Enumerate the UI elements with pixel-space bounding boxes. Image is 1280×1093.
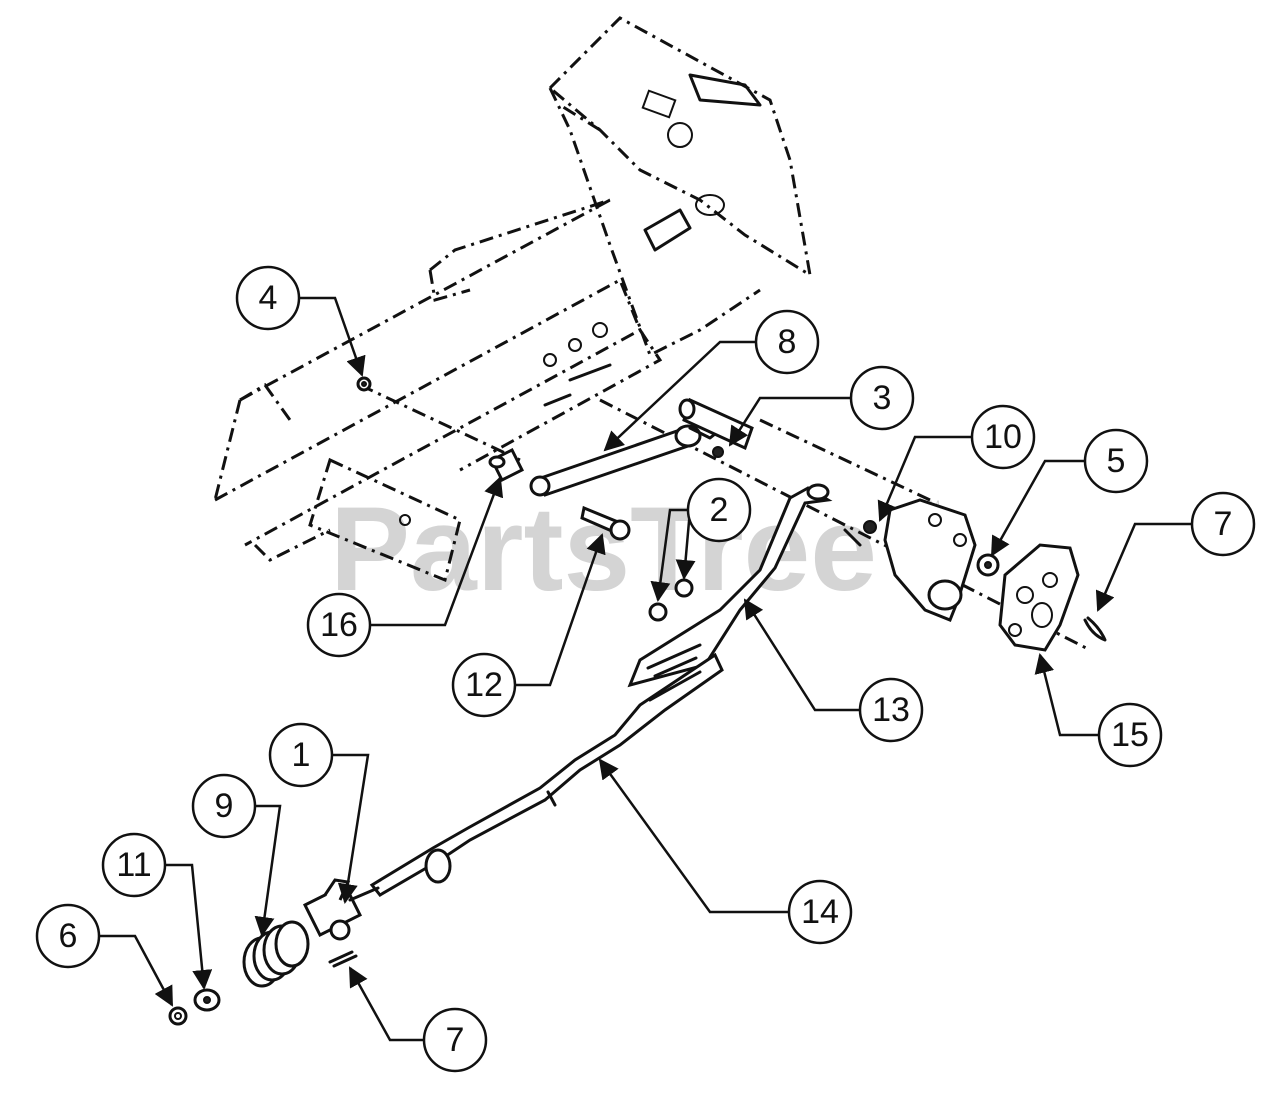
part-2-nuts (648, 578, 694, 622)
svg-text:14: 14 (801, 893, 839, 931)
leader-lines (99, 296, 1192, 1042)
part-7-clip-lower (328, 950, 358, 968)
frame-details (399, 73, 762, 526)
leader-10 (877, 435, 972, 522)
callout-7-upper: 7 (1190, 491, 1256, 557)
part-12-bolt (580, 505, 631, 541)
svg-text:7: 7 (446, 1021, 465, 1059)
part-9-spring (242, 920, 310, 988)
callout-9: 9 (191, 773, 257, 839)
svg-text:9: 9 (215, 787, 234, 825)
callout-16: 16 (306, 592, 372, 658)
part-4-nut (356, 376, 372, 392)
leader-1 (330, 753, 370, 904)
leader-9 (254, 804, 282, 937)
leader-7-lower (348, 966, 424, 1042)
part-1-adjuster (302, 878, 380, 941)
part-5-nut (976, 553, 1000, 577)
leader-12 (515, 533, 606, 687)
callout-13: 13 (858, 677, 924, 743)
part-6-nut (168, 1006, 188, 1026)
part-11-washer (193, 988, 221, 1012)
leader-2a (650, 508, 690, 602)
part-10-bracket (843, 498, 977, 622)
leader-8 (603, 340, 757, 452)
svg-text:2: 2 (710, 491, 729, 529)
callout-4: 4 (235, 265, 301, 331)
svg-text:16: 16 (320, 606, 358, 644)
callout-14: 14 (787, 879, 853, 945)
svg-text:3: 3 (873, 379, 892, 417)
leader-16 (370, 476, 504, 627)
leader-14 (598, 758, 790, 914)
callout-6: 6 (35, 903, 101, 969)
callout-15: 15 (1097, 702, 1163, 768)
part-7-cotter-pin-upper (1083, 616, 1107, 642)
leader-13 (743, 598, 860, 712)
svg-text:5: 5 (1107, 442, 1126, 480)
callout-10: 10 (970, 404, 1036, 470)
part-15-plate (998, 543, 1080, 652)
svg-text:4: 4 (259, 279, 278, 317)
part-8-damper (529, 424, 724, 497)
svg-text:11: 11 (116, 846, 151, 884)
callout-8: 8 (754, 309, 820, 375)
callout-5: 5 (1083, 428, 1149, 494)
leader-3 (728, 396, 852, 447)
leader-11 (165, 863, 213, 990)
svg-text:1: 1 (292, 736, 311, 774)
svg-text:6: 6 (59, 917, 78, 955)
callout-12: 12 (451, 652, 517, 718)
svg-text:15: 15 (1111, 716, 1149, 754)
leader-7-upper (1095, 522, 1192, 612)
svg-text:7: 7 (1214, 505, 1233, 543)
callout-1: 1 (268, 722, 334, 788)
leader-15 (1034, 653, 1100, 737)
part-14-adjust-rod (369, 652, 724, 897)
callout-3: 3 (849, 365, 915, 431)
leader-5 (990, 459, 1085, 557)
part-13-lift-rod (627, 483, 833, 688)
callout-7-lower: 7 (422, 1007, 488, 1073)
leader-6 (99, 934, 174, 1007)
svg-text:13: 13 (872, 691, 910, 729)
part-16-bushing (488, 447, 525, 483)
svg-text:10: 10 (984, 418, 1022, 456)
callout-2: 2 (686, 477, 752, 543)
svg-text:8: 8 (778, 323, 797, 361)
svg-text:12: 12 (465, 666, 503, 704)
leader-4 (300, 296, 366, 377)
callout-11: 11 (101, 832, 167, 898)
